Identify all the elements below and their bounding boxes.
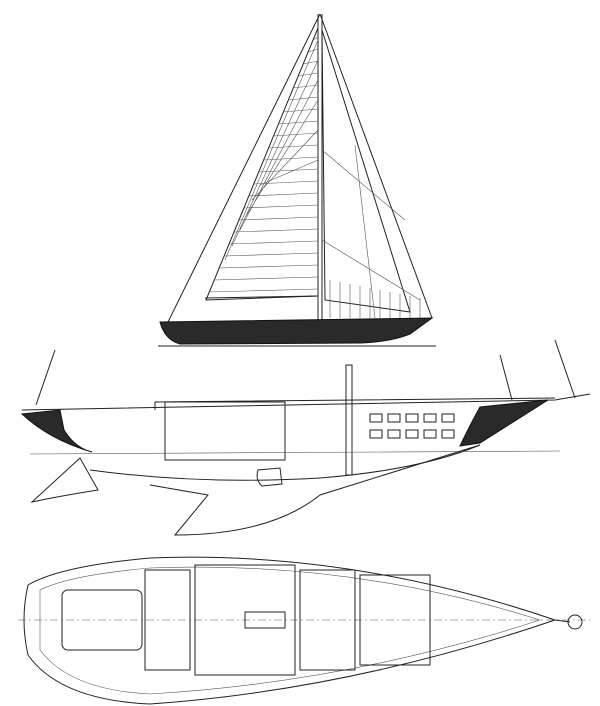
deckhouse	[164, 401, 286, 461]
porthole	[369, 413, 383, 423]
batten	[243, 204, 319, 209]
waterline-profile	[29, 450, 561, 455]
cockpit	[61, 589, 143, 651]
engine	[256, 467, 283, 487]
batten	[209, 288, 319, 293]
batten	[312, 36, 319, 41]
batten	[308, 48, 319, 53]
batten	[283, 108, 319, 113]
batten	[298, 72, 319, 77]
aft-cabin	[144, 569, 191, 671]
batten	[253, 180, 319, 185]
batten	[273, 132, 319, 137]
stern-counter	[20, 409, 93, 453]
accommodation-plan	[18, 556, 590, 705]
porthole	[405, 429, 419, 439]
batten	[293, 84, 319, 89]
sheer-line	[21, 393, 591, 411]
stanchions	[329, 280, 421, 318]
batten	[278, 120, 319, 125]
porthole	[423, 413, 437, 423]
porthole	[405, 413, 419, 423]
hull-outline-plan	[23, 556, 557, 705]
genoa	[321, 29, 411, 313]
bow-roller	[567, 614, 583, 630]
porthole	[441, 429, 455, 439]
mainsail-battens	[209, 36, 319, 293]
batten	[268, 144, 319, 149]
mast-section	[345, 364, 353, 476]
porthole	[423, 429, 437, 439]
saloon	[194, 564, 296, 676]
forward-cabin	[359, 574, 431, 666]
batten	[214, 276, 319, 281]
batten	[233, 228, 319, 233]
boom	[204, 295, 319, 299]
portholes	[369, 413, 455, 439]
batten	[238, 216, 319, 221]
batten	[219, 264, 319, 269]
batten	[303, 60, 319, 65]
batten	[248, 192, 319, 197]
rudder	[30, 457, 99, 503]
head	[299, 569, 356, 671]
mainsail	[205, 27, 319, 301]
porthole	[369, 429, 383, 439]
sail-plan	[158, 13, 436, 347]
porthole	[387, 413, 401, 423]
saloon-table	[244, 611, 286, 629]
forestay	[319, 13, 433, 319]
keel	[149, 444, 481, 536]
batten	[258, 168, 319, 173]
hull-sail-plan	[159, 317, 434, 345]
backstay	[167, 13, 321, 323]
porthole	[441, 413, 455, 423]
batten	[224, 252, 319, 257]
inboard-profile	[20, 339, 591, 536]
batten	[263, 156, 319, 161]
bow-shading	[459, 399, 549, 447]
batten	[288, 96, 319, 101]
batten	[229, 240, 319, 245]
porthole	[387, 429, 401, 439]
hull-bottom	[89, 444, 481, 481]
